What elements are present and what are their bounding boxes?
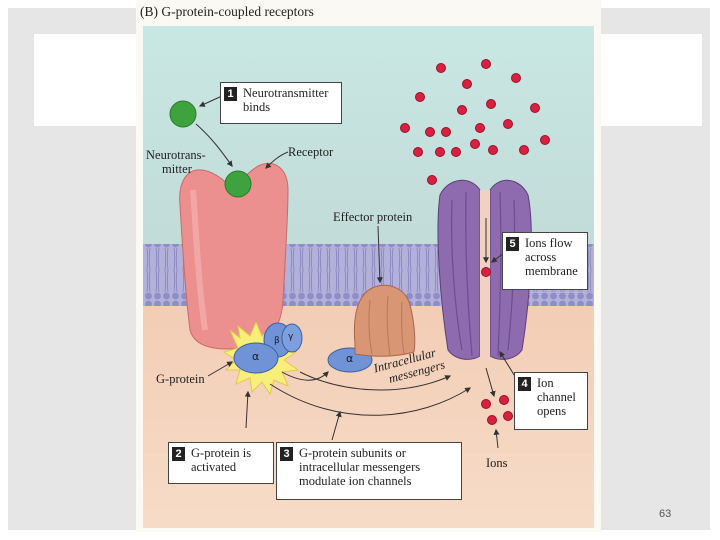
step-2-number: 2 (172, 447, 185, 461)
figure-title: (B) G-protein-coupled receptors (140, 4, 314, 19)
effector-protein-shape (353, 284, 416, 357)
neurotransmitter-label: Neurotrans- mitter (146, 148, 206, 176)
step-2-box: 2 G-protein is activated (168, 442, 274, 484)
alpha-label: α (252, 350, 260, 363)
effector-protein-label: Effector protein (333, 210, 413, 224)
step-3-number: 3 (280, 447, 293, 461)
g-protein-label: G-protein (156, 372, 205, 386)
alpha-free-label: α (346, 352, 354, 365)
page-number: 63 (659, 508, 672, 520)
step-1-box: 1 Neurotransmitter binds (220, 82, 342, 124)
step-3-box: 3 G-protein subunits or intracellular me… (276, 442, 462, 500)
g-protein-gamma (281, 323, 303, 353)
step-4-number: 4 (518, 377, 531, 391)
neurotransmitter-bound (224, 170, 252, 198)
step-4-box: 4 Ion channel opens (514, 372, 588, 430)
step-5-number: 5 (506, 237, 519, 251)
ions-extracellular (400, 59, 550, 277)
beta-label: β (274, 336, 280, 346)
gamma-label: γ (288, 332, 294, 342)
receptor-label: Receptor (288, 145, 334, 159)
ions-intracellular (481, 395, 513, 425)
step-1-number: 1 (224, 87, 237, 101)
g-protein-alpha (233, 342, 279, 374)
ions-label: Ions (486, 456, 508, 470)
flow-arrows (195, 95, 517, 449)
step-5-box: 5 Ions flow across membrane (502, 232, 588, 290)
neurotransmitter-free (169, 100, 197, 128)
